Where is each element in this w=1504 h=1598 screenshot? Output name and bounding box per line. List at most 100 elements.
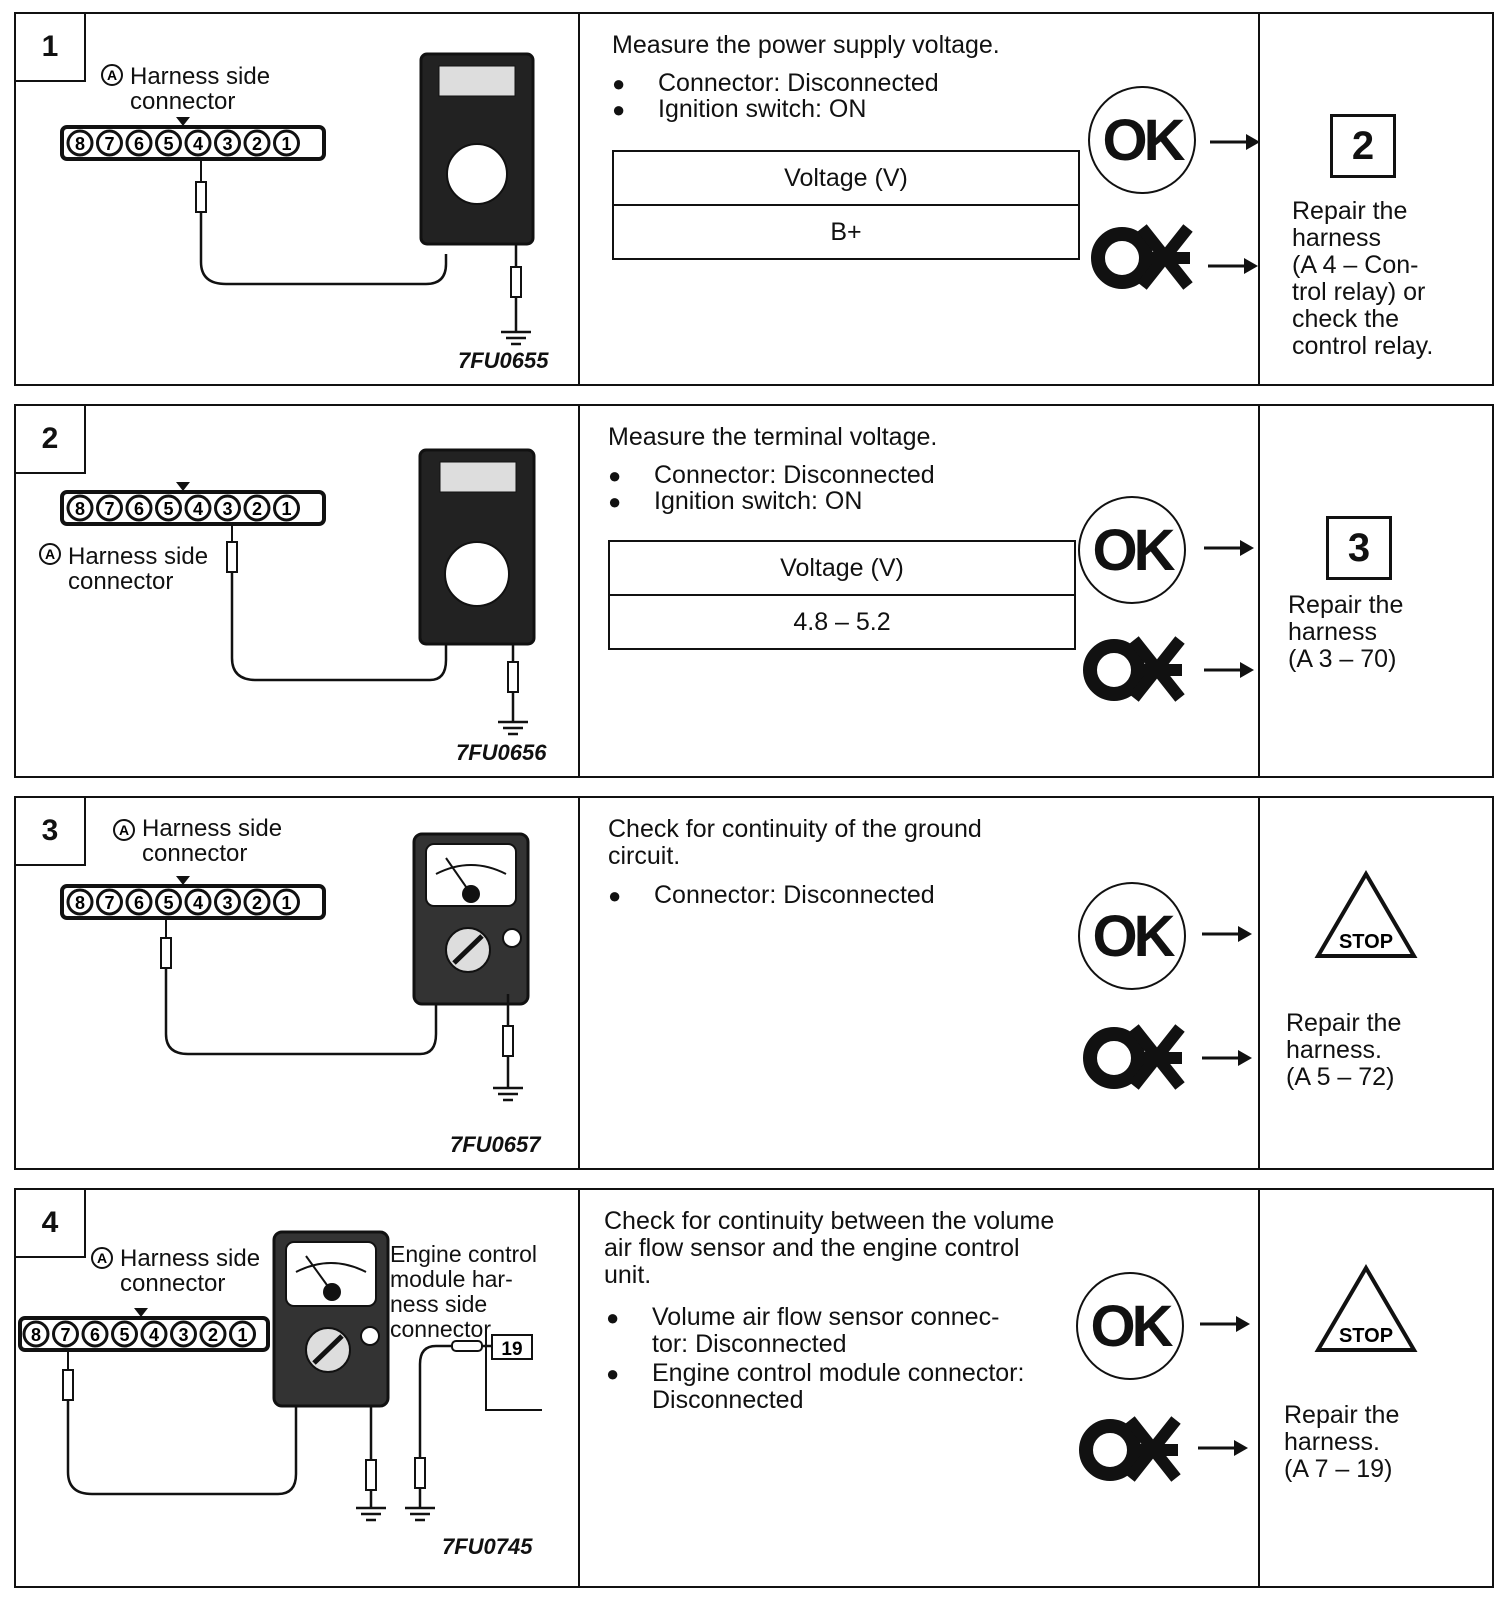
stop-label: STOP: [1339, 931, 1393, 953]
connector-pin-label: 6: [134, 134, 144, 154]
spec-header: Voltage (V): [608, 540, 1076, 596]
test-lead: [230, 572, 448, 682]
connector-pin-label: 8: [75, 134, 85, 154]
connector-pin-label: 5: [163, 134, 173, 154]
connector-pin: [199, 1320, 227, 1348]
connector-pin: [111, 1320, 138, 1348]
connector-pin: [155, 888, 182, 916]
connector-pin-label: 7: [104, 499, 114, 519]
spec-table: Voltage (V) B+: [612, 150, 1080, 260]
connector-pin-label: 5: [163, 893, 173, 913]
connector-pin-label: 8: [31, 1325, 41, 1345]
connector-pin-label: 3: [222, 499, 232, 519]
arrow-right-icon: [1200, 1316, 1250, 1332]
connector-pin-label: 3: [222, 893, 232, 913]
connector-pin: [184, 494, 212, 522]
next-step-box: 2: [1330, 114, 1396, 178]
connector-pin: [96, 888, 123, 916]
circle-a-label: A: [97, 1250, 107, 1266]
instruction: Check for continuity between the volume …: [604, 1207, 1055, 1289]
repair-instruction: Repair the harness (A 3 – 70): [1288, 591, 1404, 673]
test-lead: [164, 968, 438, 1056]
ecm-pin-box: [491, 1334, 533, 1360]
stop-label: STOP: [1339, 1325, 1393, 1347]
connector-label: Harness side connector: [68, 543, 209, 595]
spec-table: Voltage (V) 4.8 – 5.2: [608, 540, 1076, 650]
connector-pin-label: 7: [104, 893, 114, 913]
connector-pin-label: 4: [149, 1325, 159, 1345]
test-lead: [66, 1400, 298, 1496]
connector-pin-label: 5: [119, 1325, 129, 1345]
connector-pin-label: 2: [208, 1325, 218, 1345]
connector-pin: [96, 494, 123, 522]
ground-symbol: [498, 720, 528, 736]
connector-pin-label: 3: [178, 1325, 188, 1345]
stop-sign-icon: STOP: [1314, 1264, 1418, 1352]
connector-pin-label: 1: [281, 134, 291, 154]
connector-pin-label: 1: [281, 499, 291, 519]
connector-pin-label: 7: [104, 134, 114, 154]
connector-pin: [273, 494, 300, 522]
not-ok-icon: [1079, 1416, 1181, 1482]
probe: [195, 181, 207, 213]
probe: [62, 1369, 74, 1401]
connector-pin: [22, 1320, 50, 1348]
arrow-right-icon: [1202, 926, 1252, 942]
ground-symbol: [356, 1506, 386, 1522]
connector-pin-label: 1: [237, 1325, 247, 1345]
ok-icon: OK: [1078, 496, 1186, 604]
instruction: Measure the power supply voltage.: [612, 31, 1000, 59]
connector-pin: [243, 129, 271, 157]
instruction: Check for continuity of the ground circu…: [608, 815, 982, 870]
step-2-result: 3 Repair the harness (A 3 – 70): [1258, 406, 1492, 776]
step-1-procedure: Measure the power supply voltage. ●Conne…: [578, 14, 1260, 384]
stop-sign-icon: STOP: [1314, 870, 1418, 958]
connector-pin: [214, 888, 241, 916]
connector-pin: [229, 1320, 256, 1348]
connector-pin-label: 3: [222, 134, 232, 154]
arrow-right-icon: [1210, 134, 1260, 150]
ground-symbol: [405, 1506, 435, 1522]
step-number: 3: [14, 796, 86, 866]
connector-pin: [125, 888, 153, 916]
probe: [451, 1340, 483, 1352]
connector-pin: [273, 129, 300, 157]
connector-pin: [243, 888, 271, 916]
ground-symbol: [493, 1086, 523, 1102]
ground-symbol: [501, 330, 531, 346]
connector-pin: [52, 1320, 79, 1348]
ok-icon: OK: [1088, 86, 1196, 194]
connector-pin: [140, 1320, 168, 1348]
connector-pin-label: 4: [193, 893, 203, 913]
connector-pin-label: 2: [252, 893, 262, 913]
circle-a-label: A: [119, 822, 129, 838]
spec-header: Voltage (V): [612, 150, 1080, 206]
step-1-result: 2 Repair the harness (A 4 – Con- trol re…: [1258, 14, 1492, 384]
instruction: Measure the terminal voltage.: [608, 423, 938, 451]
connector-pin: [125, 494, 153, 522]
connector-pin-label: 6: [134, 893, 144, 913]
connector-pin: [243, 494, 271, 522]
connector-pin: [66, 888, 94, 916]
connector-pin: [184, 888, 212, 916]
figure-code: 7FU0655: [458, 348, 549, 373]
connector-pin: [155, 494, 182, 522]
ok-icon: OK: [1076, 1272, 1184, 1380]
step-2-procedure: Measure the terminal voltage. ●Connector…: [578, 406, 1260, 776]
arrow-right-icon: [1202, 1050, 1252, 1066]
probe: [160, 937, 172, 969]
connector-pin-label: 1: [281, 893, 291, 913]
probe: [226, 541, 238, 573]
ecm-pin-label: 19: [501, 1339, 522, 1360]
step-3-procedure: Check for continuity of the ground circu…: [578, 798, 1260, 1168]
connector-pin-label: 4: [193, 499, 203, 519]
connector-pin-label: 8: [75, 893, 85, 913]
